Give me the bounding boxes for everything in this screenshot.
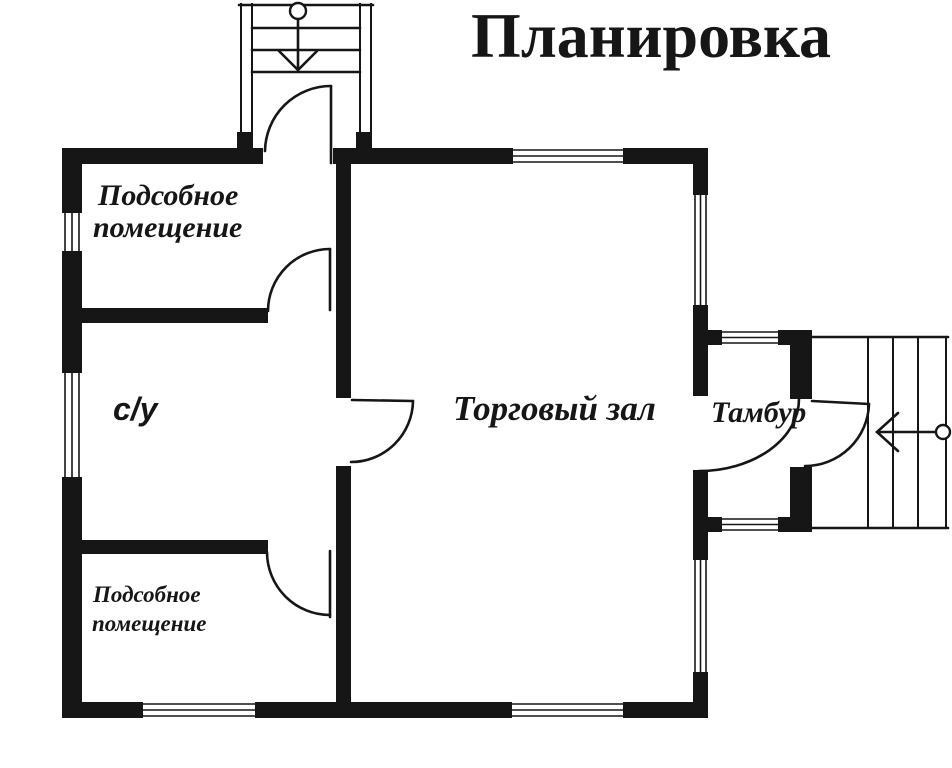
window-left-lower bbox=[62, 373, 82, 477]
door-utility-bottom bbox=[265, 549, 332, 619]
room-label-utility-top: Подсобное помещение bbox=[93, 179, 242, 244]
stairs-down-arrow-icon bbox=[277, 1, 319, 72]
room-label-bathroom: с/у bbox=[113, 391, 160, 427]
stairs-left-arrow-icon bbox=[875, 411, 952, 453]
window-left-upper bbox=[62, 213, 82, 251]
room-label-sales-hall: Торговый зал bbox=[453, 389, 656, 428]
door-openings bbox=[263, 146, 814, 556]
window-right-lower bbox=[693, 560, 708, 672]
opening-bathroom bbox=[334, 398, 353, 466]
page-title: Планировка bbox=[471, 0, 831, 71]
window-right-upper bbox=[693, 195, 708, 305]
room-label-line: помещение bbox=[93, 211, 242, 244]
door-vestibule bbox=[697, 397, 801, 473]
staircase-right bbox=[810, 335, 952, 530]
room-label-line: Подсобное bbox=[97, 179, 238, 212]
door-bathroom bbox=[349, 398, 415, 464]
opening-entrance bbox=[263, 146, 333, 166]
window-vestibule-top bbox=[722, 330, 778, 345]
windows bbox=[62, 148, 778, 718]
staircase-top bbox=[237, 1, 375, 148]
door-utility-top bbox=[266, 247, 332, 313]
stair-rail-foot-left bbox=[237, 132, 251, 148]
window-bottom-right bbox=[512, 702, 623, 718]
window-vestibule-bottom bbox=[722, 517, 778, 532]
room-label-utility-bottom: Подсобное помещение bbox=[92, 582, 207, 636]
door-stairs-right bbox=[803, 399, 871, 468]
room-label-line: Подсобное bbox=[92, 582, 201, 607]
doors bbox=[263, 84, 871, 619]
opening-stairs-right bbox=[788, 399, 814, 467]
opening-vestibule bbox=[691, 396, 710, 470]
window-top bbox=[513, 148, 623, 164]
door-entrance bbox=[263, 84, 333, 165]
window-bottom-left bbox=[143, 702, 255, 718]
stair-rail-foot-right bbox=[356, 132, 370, 148]
room-label-line: помещение bbox=[92, 611, 207, 636]
opening-utility-top bbox=[268, 306, 336, 325]
room-label-vestibule: Тамбур bbox=[711, 396, 806, 429]
opening-utility-bottom bbox=[268, 538, 336, 556]
